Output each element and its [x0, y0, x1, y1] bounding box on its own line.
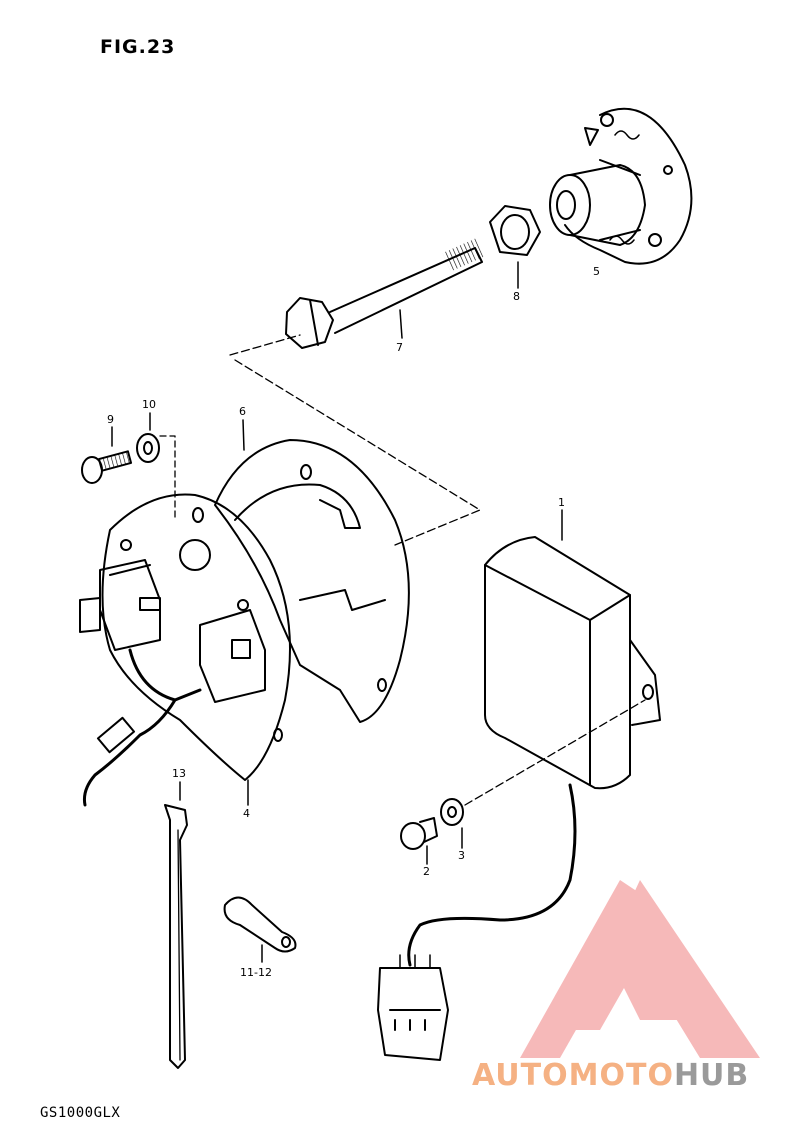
part-8-nut [489, 205, 541, 289]
callout-10: 10 [142, 398, 156, 411]
callout-4: 4 [243, 807, 250, 820]
figure-title: FIG.23 [100, 36, 176, 58]
part-13-wiring-band [164, 781, 188, 1069]
watermark-text: AUTOMOTOHUB [472, 1058, 750, 1093]
part-3-washer [440, 798, 464, 849]
part-2-screw [400, 817, 438, 865]
callout-13: 13 [172, 767, 186, 780]
callout-3: 3 [458, 849, 465, 862]
part-6-plate [214, 419, 410, 723]
part-9-screw [81, 426, 133, 484]
callout-1: 1 [558, 496, 565, 509]
part-1-ignitor-unit [377, 509, 661, 1061]
callout-5: 5 [593, 265, 600, 278]
callout-11-12: 11-12 [240, 966, 272, 979]
callout-9: 9 [107, 413, 114, 426]
callout-7: 7 [396, 341, 403, 354]
model-code: GS1000GLX [40, 1105, 121, 1121]
part-11-12-clamp [223, 896, 297, 963]
part-10-washer [136, 412, 176, 521]
callout-8: 8 [513, 290, 520, 303]
triangle-logo-icon [520, 880, 760, 1058]
part-5-advancer-assembly [549, 107, 693, 265]
callout-2: 2 [423, 865, 430, 878]
part-7-bolt [285, 238, 484, 349]
callout-6: 6 [239, 405, 246, 418]
part-4-pickup-base [79, 493, 291, 807]
